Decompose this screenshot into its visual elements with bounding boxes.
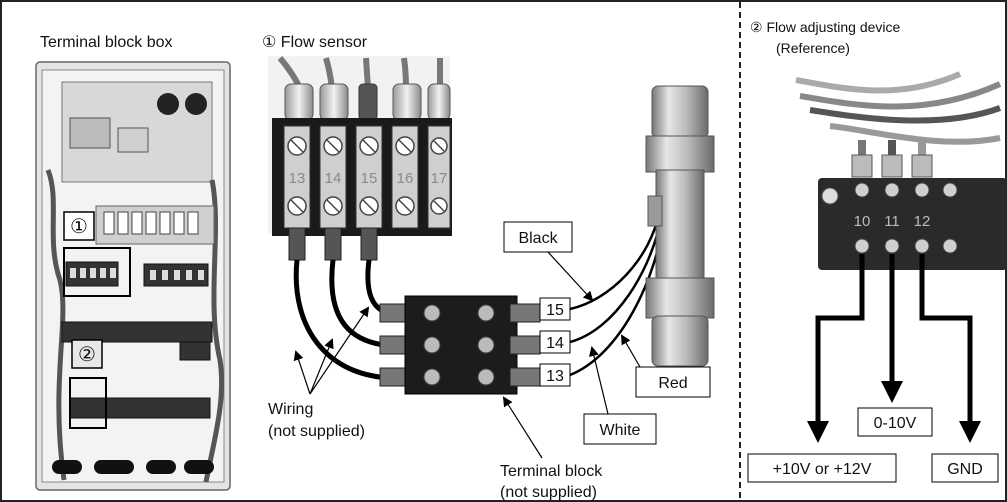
marker-2-badge: ② xyxy=(71,339,103,369)
wire-label-black: Black xyxy=(503,221,594,302)
device-output-wiring xyxy=(807,254,981,443)
flow-sensor-title: ① Flow sensor xyxy=(262,34,368,51)
terminal-box-illustration xyxy=(35,61,231,491)
device-terminal-10: 10 xyxy=(854,213,871,230)
output-label-supply: +10V or +12V xyxy=(747,453,897,483)
sensor-terminal-13: 13 xyxy=(289,170,306,187)
svg-text:13: 13 xyxy=(546,368,564,385)
svg-text:0-10V: 0-10V xyxy=(874,415,917,432)
sensor-terminal-15: 15 xyxy=(361,170,378,187)
terminal-block-label: Terminal block xyxy=(500,463,603,480)
terminal-block-note: (not supplied) xyxy=(500,484,597,501)
output-label-gnd: GND xyxy=(931,453,999,483)
flow-device-title: ② Flow adjusting device xyxy=(750,19,901,35)
device-terminal-11: 11 xyxy=(884,213,900,230)
sensor-terminal-16: 16 xyxy=(397,170,414,187)
svg-text:Black: Black xyxy=(518,230,558,247)
output-label-signal: 0-10V xyxy=(857,407,933,437)
field-terminal-block xyxy=(379,295,541,395)
svg-text:①: ① xyxy=(70,216,88,238)
svg-text:②: ② xyxy=(78,344,96,366)
marker-1-badge: ① xyxy=(63,211,95,241)
device-terminal-12: 12 xyxy=(914,213,931,230)
sensor-terminal-14: 14 xyxy=(325,170,342,187)
wiring-label: Wiring xyxy=(268,401,313,418)
flow-device-photo: 10 11 12 xyxy=(795,71,1007,270)
wiring-callout: Wiring (not supplied) xyxy=(268,306,370,440)
svg-text:White: White xyxy=(600,422,641,439)
block-label-13: 13 xyxy=(539,363,571,387)
svg-text:14: 14 xyxy=(546,335,564,352)
flow-device-subtitle: (Reference) xyxy=(776,40,850,56)
svg-text:GND: GND xyxy=(947,461,983,478)
highlight-flow-sensor-block xyxy=(63,247,131,297)
sensor-terminal-17: 17 xyxy=(431,170,448,187)
block-label-15: 15 xyxy=(539,297,571,321)
highlight-flow-device-block xyxy=(69,377,107,429)
wiring-note: (not supplied) xyxy=(268,423,365,440)
terminal-block-callout: Terminal block (not supplied) xyxy=(500,396,603,501)
terminal-block-box-title: Terminal block box xyxy=(40,34,173,51)
wire-label-white: White xyxy=(583,346,657,445)
svg-text:15: 15 xyxy=(546,302,564,319)
flow-sensor-terminal-photo: 13 14 15 16 17 xyxy=(268,56,452,261)
wire-label-red: Red xyxy=(620,334,711,398)
flow-sensor-body xyxy=(645,85,715,367)
svg-text:+10V or +12V: +10V or +12V xyxy=(773,461,872,478)
svg-text:Red: Red xyxy=(658,375,687,392)
block-label-14: 14 xyxy=(539,330,571,354)
